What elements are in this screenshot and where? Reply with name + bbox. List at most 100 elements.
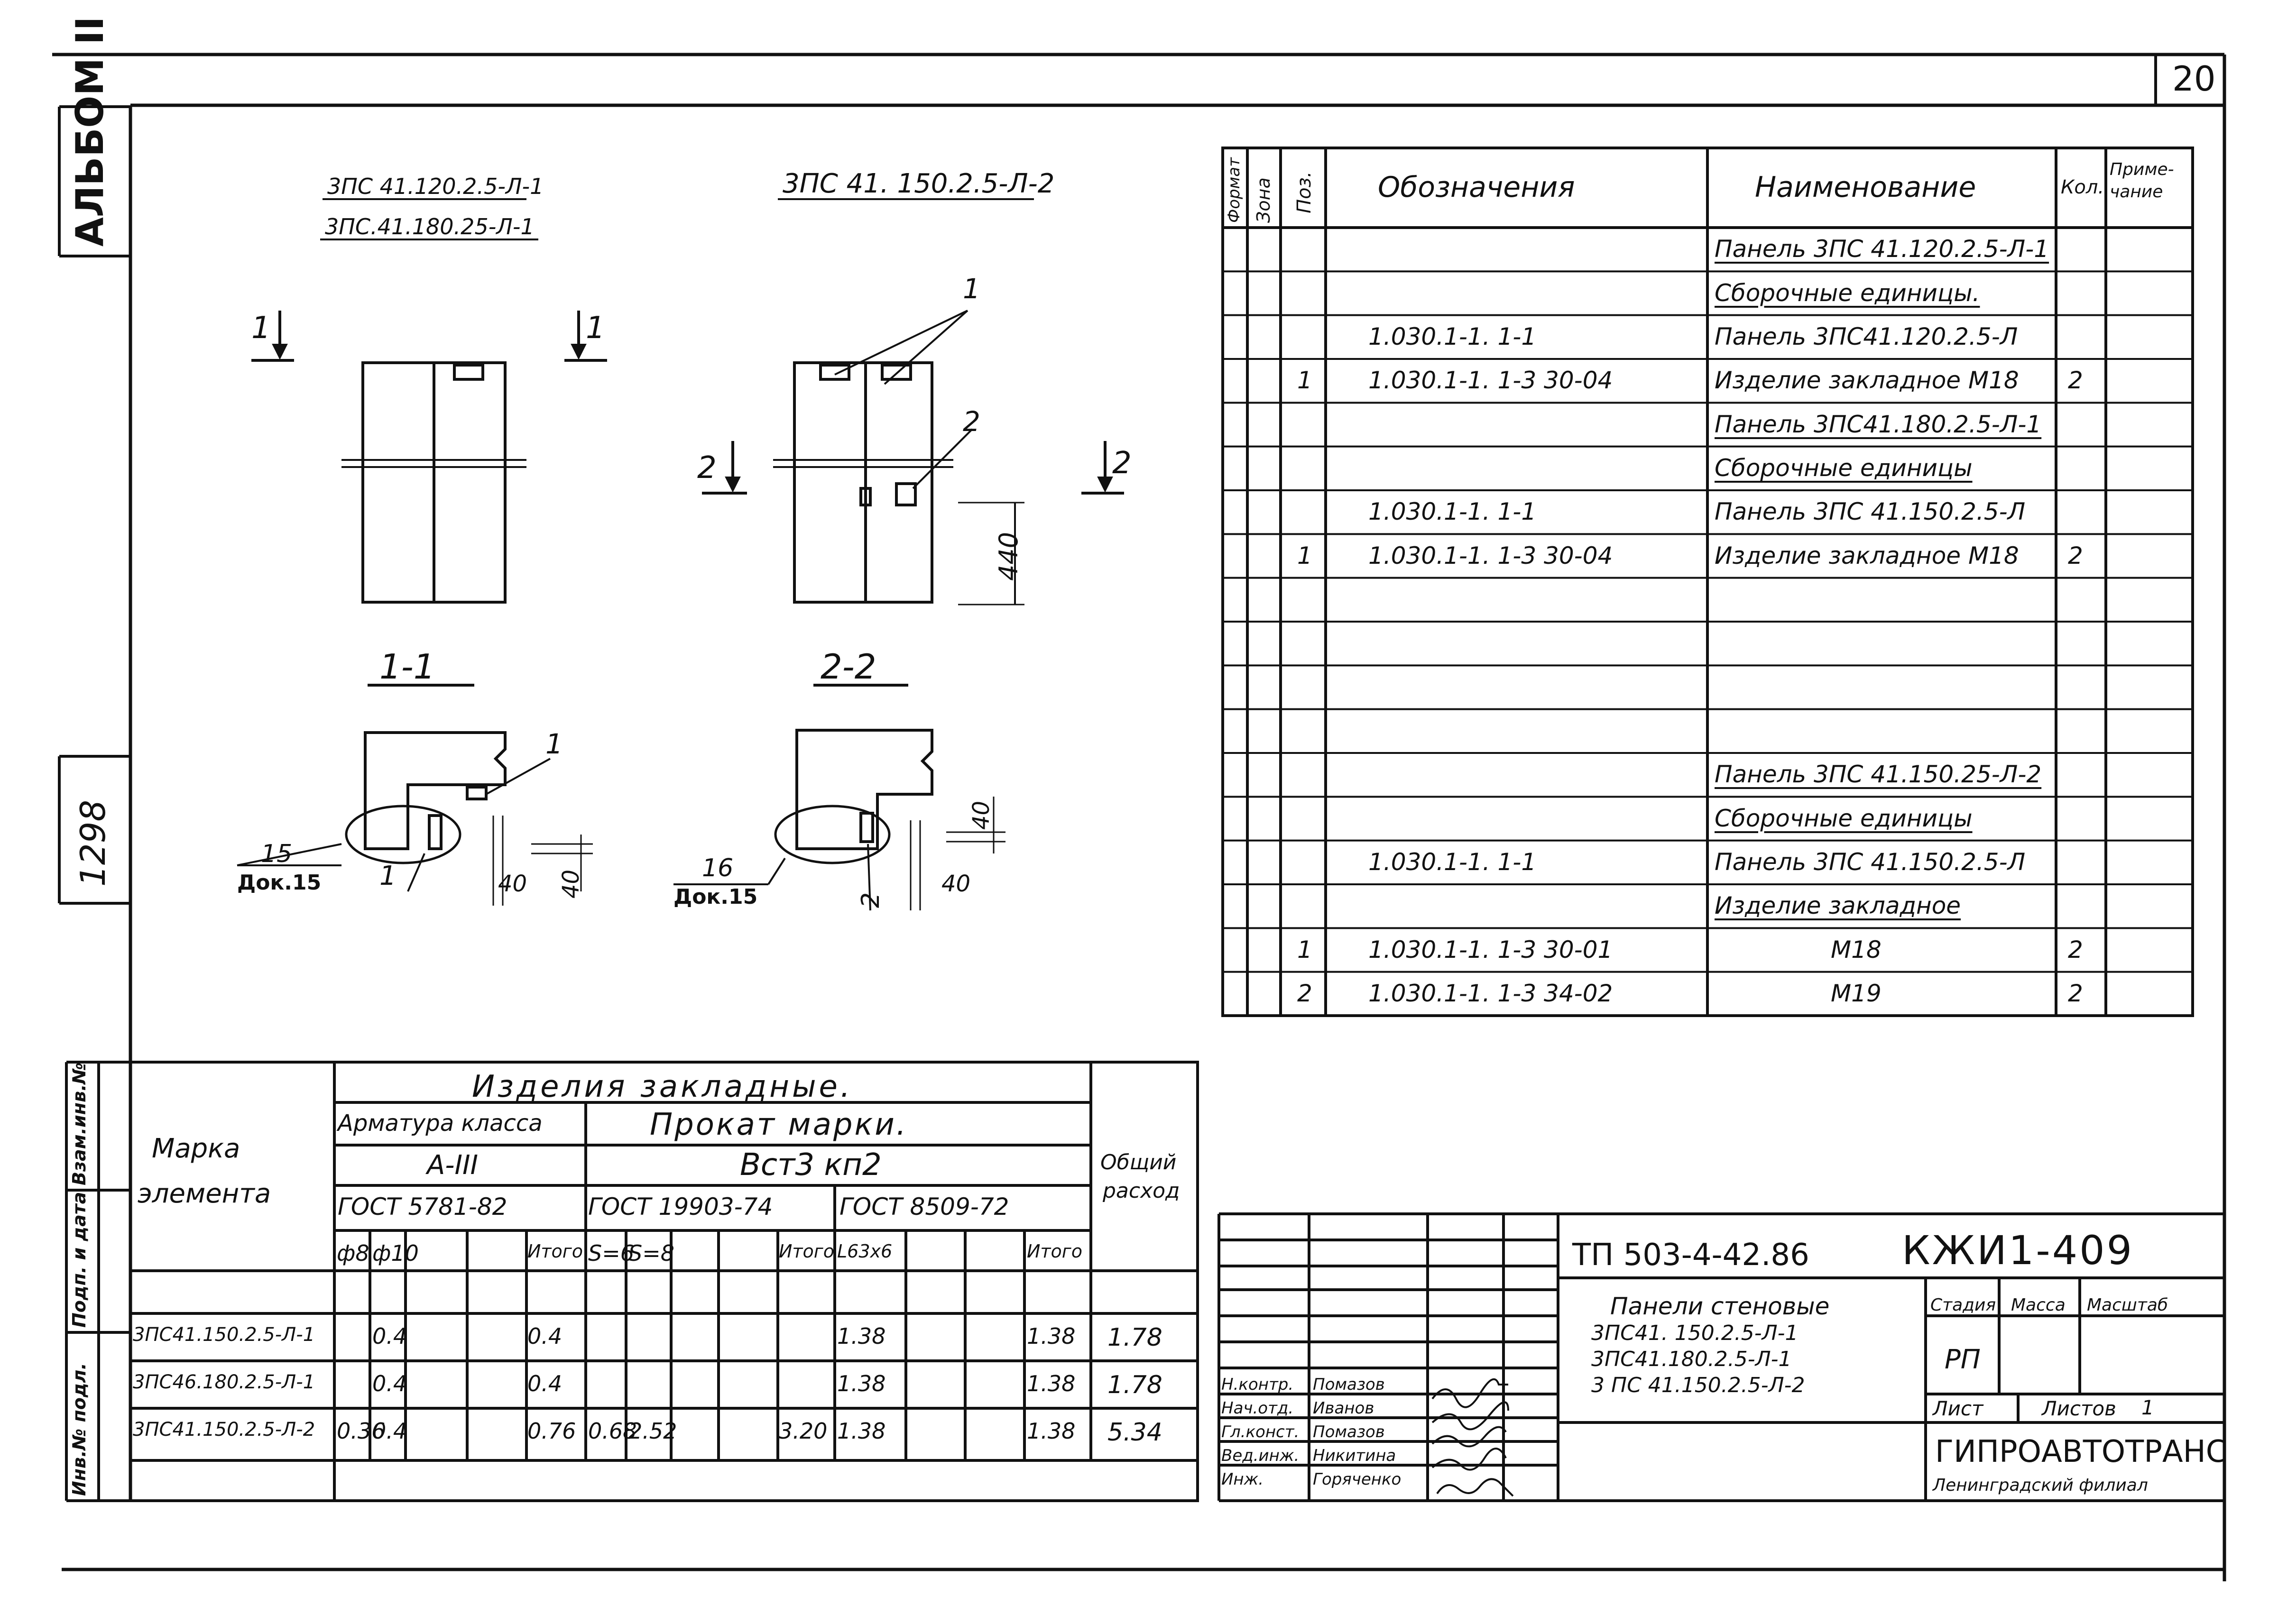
spec-row-designation: 1.030.1-1. 1-3 30-01 [1368,936,1613,963]
parts-table-title: Изделия закладные. [472,1069,853,1104]
spec-row-name: Сборочные единицы [1715,454,1973,482]
parts-row-cell: 3.20 [779,1418,828,1444]
signature-role: Н.контр. [1221,1375,1294,1394]
spec-row-name: Сборочные единицы. [1715,279,1980,307]
spec-row-pos: 1 [1297,936,1312,963]
parts-row-cell: 0.4 [372,1323,407,1349]
spec-row-name: М19 [1831,979,1882,1007]
spec-row-pos: 1 [1297,367,1312,395]
section1-ref-doc: Док.15 [237,871,322,895]
signature-role: Гл.конст. [1221,1422,1300,1441]
spec-row-name: Изделие закладное М18 [1715,367,2019,395]
spec-row-name: Панель 3ПС 41.150.2.5-Л [1715,848,2026,876]
stamp-label-replace: Взам.инв.№ [69,1062,90,1185]
rebar-class: А-III [427,1150,479,1181]
spec-row-name: Панель 3ПС 41.120.2.5-Л-1 [1715,235,2049,263]
parts-column-header: S=6 [588,1240,635,1266]
parts-row-cell: 0.4 [372,1371,407,1396]
parts-row-cell: 0.36 [337,1418,386,1444]
parts-row-cell: 1.38 [837,1371,886,1396]
spec-header-zone: Зона [1253,177,1274,223]
parts-row-mark: 3ПС41.150.2.5-Л-2 [133,1419,315,1440]
section2-ref-number: 16 [702,854,734,882]
parts-row-cell: 0.76 [527,1418,576,1444]
inventory-number: 1298 [73,799,113,887]
signature-role: Вед.инж. [1221,1446,1300,1465]
parts-row-cell: 0.4 [527,1323,563,1349]
parts-column-header: Итого [779,1241,835,1262]
panel-views [237,198,1124,911]
spec-row-qty: 2 [2068,936,2083,963]
section1-ref-number: 15 [261,840,293,868]
rolled-label: Прокат марки. [650,1107,908,1142]
spec-row-name: Сборочные единицы [1715,804,1973,832]
parts-column-header: Итого [527,1241,583,1262]
stage-value: РП [1945,1344,1981,1375]
title-line-4: 3 ПС 41.150.2.5-Л-2 [1591,1373,1805,1397]
title-line-2: 3ПС41. 150.2.5-Л-1 [1591,1321,1799,1345]
parts-column-header: ф10 [372,1240,419,1266]
parts-column-header: ф8 [337,1240,369,1266]
section2-callout-2: 2 [857,892,885,908]
parts-mark-header-2: элемента [138,1178,271,1209]
title-line-3: 3ПС41.180.2.5-Л-1 [1591,1347,1792,1371]
spec-header-format: Формат [1225,157,1244,223]
spec-row-designation: 1.030.1-1. 1-3 34-02 [1368,979,1613,1007]
dimension-440: 440 [994,532,1024,581]
spec-row-qty: 2 [2068,979,2083,1007]
parts-row-cell: 0.4 [372,1418,407,1444]
spec-row-name: Панель 3ПС 41.150.25-Л-2 [1715,761,2042,789]
parts-total-header-1: Общий [1100,1150,1177,1174]
sheets-count: 1 [2141,1396,2154,1419]
parts-row-cell: 0.4 [527,1371,563,1396]
spec-header-designation: Обозначения [1378,171,1575,204]
organization: ГИПРОАВТОТРАНС [1935,1434,2227,1469]
spec-row-name: Изделие закладное [1715,892,1961,920]
spec-row-qty: 2 [2068,541,2083,569]
spec-row-pos: 2 [1297,979,1312,1007]
callout-pos-1: 1 [963,273,980,305]
spec-row-qty: 2 [2068,367,2083,395]
gost-rebar: ГОСТ 5781-82 [338,1193,507,1220]
parts-row-mark: 3ПС46.180.2.5-Л-1 [133,1371,315,1393]
spec-row-designation: 1.030.1-1. 1-1 [1368,848,1537,876]
spec-row-designation: 1.030.1-1. 1-1 [1368,322,1537,350]
section-mark-1-left: 1 [251,311,271,346]
sheet-label: Лист [1933,1397,1983,1420]
drawing-mark-left-1: 3ПС 41.120.2.5-Л-1 [327,174,544,199]
parts-row-cell: 1.38 [837,1418,886,1444]
spec-row-name: Панель 3ПС41.180.2.5-Л-1 [1715,410,2042,438]
spec-row-pos: 1 [1297,541,1312,569]
stage-label: Стадия [1930,1295,1996,1315]
parts-row-cell: 1.38 [1027,1371,1076,1396]
section-label-2-2: 2-2 [821,647,876,687]
parts-row-total: 5.34 [1107,1418,1162,1447]
signature-role: Инж. [1221,1470,1264,1489]
signature-name: Помазов [1313,1422,1385,1441]
parts-row-mark: 3ПС41.150.2.5-Л-1 [133,1324,315,1346]
spec-row-designation: 1.030.1-1. 1-3 30-04 [1368,367,1613,395]
dimension-40-d: 40 [968,800,995,830]
drawing-code: КЖИ1-409 [1902,1227,2134,1274]
title-line-1: Панели стеновые [1610,1293,1830,1320]
parts-column-header: S=8 [628,1240,675,1266]
parts-row-cell: 0.68 [588,1418,637,1444]
parts-total-header-2: расход [1103,1179,1180,1203]
section-mark-2-left: 2 [697,450,717,486]
spec-header-qty: Кол. [2061,176,2104,198]
spec-row-name: Изделие закладное М18 [1715,541,2019,569]
section-mark-1-right: 1 [586,311,605,346]
parts-row-total: 1.78 [1107,1323,1162,1352]
dimension-40-b: 40 [558,869,584,899]
signature-name: Никитина [1313,1446,1396,1465]
spec-header-name: Наименование [1755,171,1976,204]
stamp-label-original: Инв.№ подл. [69,1363,90,1496]
signature-role: Нач.отд. [1221,1399,1294,1418]
parts-row-cell: 1.38 [837,1323,886,1349]
section-label-1-1: 1-1 [379,647,435,687]
section-mark-2-right: 2 [1112,446,1132,481]
spec-row-designation: 1.030.1-1. 1-3 30-04 [1368,541,1613,569]
mass-label: Масса [2011,1295,2066,1315]
callout-pos-2: 2 [963,405,980,438]
